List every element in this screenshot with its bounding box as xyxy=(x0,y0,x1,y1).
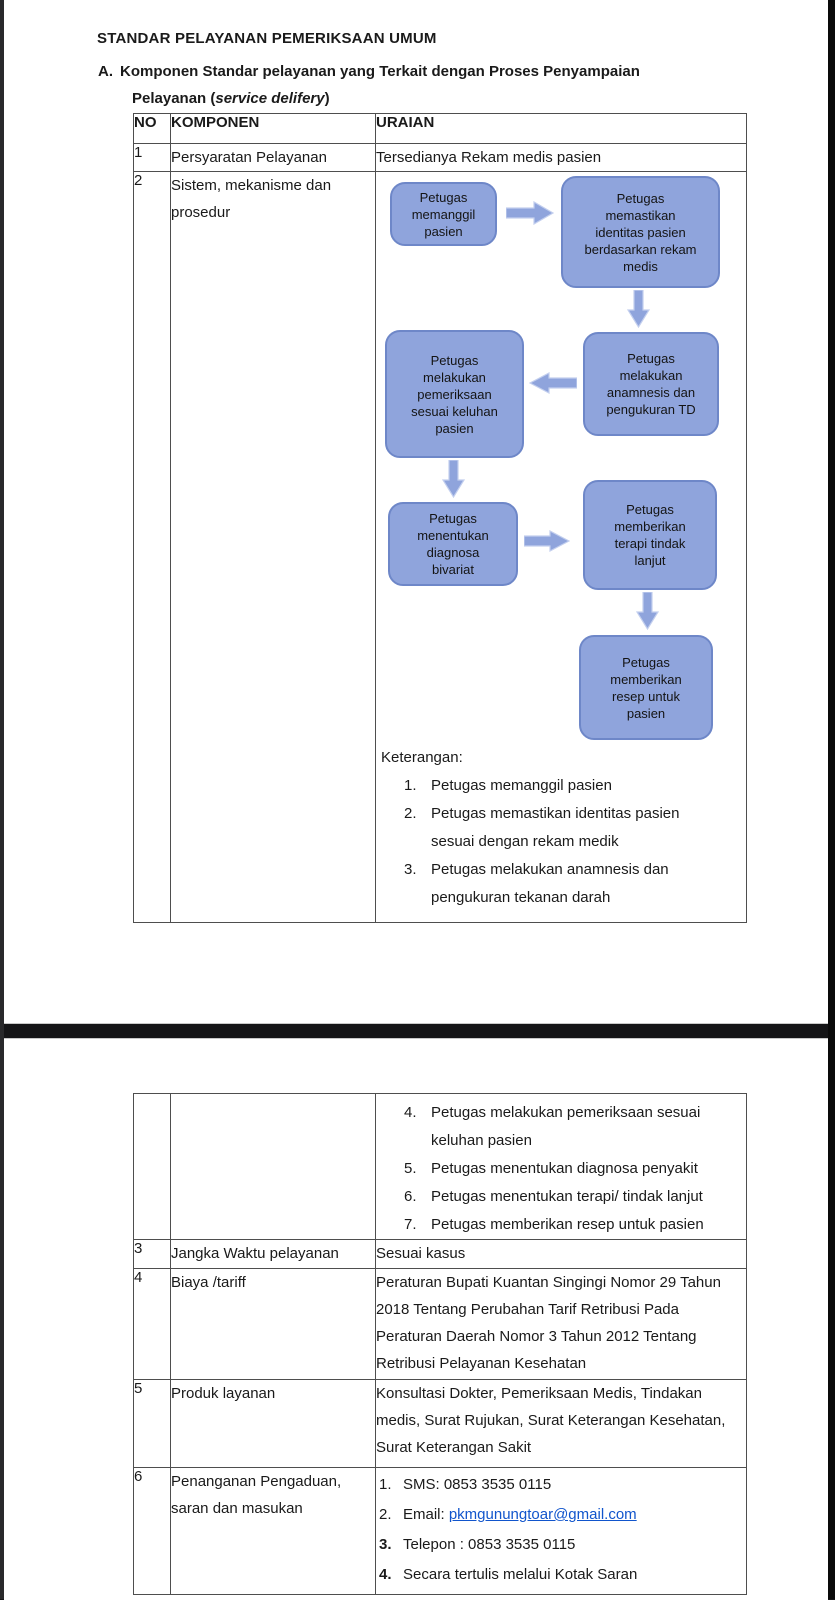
row1-komponen: Persyaratan Pelayanan xyxy=(170,143,376,172)
section-heading-italic: service delifery xyxy=(215,90,325,107)
row6-komponen: Penanganan Pengaduan, saran dan masukan xyxy=(170,1467,376,1595)
arrow-right-icon xyxy=(506,201,554,225)
row1-no: 1 xyxy=(133,143,171,172)
row2-uraian-flowchart-cell: Petugas memanggil pasien Petugas memasti… xyxy=(375,171,747,923)
prosedur-item-6: 6. Petugas menentukan terapi/ tindak lan… xyxy=(404,1188,703,1205)
arrow-down-icon xyxy=(442,460,465,498)
document-page-1: STANDAR PELAYANAN PEMERIKSAAN UMUM A. Ko… xyxy=(4,0,828,1024)
keterangan-item-1: 1. Petugas memanggil pasien xyxy=(404,777,612,794)
row2-komponen: Sistem, mekanisme dan prosedur xyxy=(170,171,376,923)
row5-uraian: Konsultasi Dokter, Pemeriksaan Medis, Ti… xyxy=(375,1379,747,1468)
header-no: NO xyxy=(133,113,171,144)
flow-box-diagnosa: Petugas menentukan diagnosa bivariat xyxy=(388,502,518,586)
table-row-5: 5 Produk layanan Konsultasi Dokter, Peme… xyxy=(133,1379,747,1468)
contact-sms: 1. SMS: 0853 3535 0115 xyxy=(379,1476,552,1493)
keterangan-label: Keterangan: xyxy=(381,749,463,766)
section-heading-line1: Komponen Standar pelayanan yang Terkait … xyxy=(120,63,640,80)
keterangan-block: Keterangan: 1. Petugas memanggil pasien … xyxy=(381,744,726,912)
document-page-2: 4. Petugas melakukan pemeriksaan sesuai … xyxy=(4,1038,828,1600)
flow-box-pemeriksaan: Petugas melakukan pemeriksaan sesuai kel… xyxy=(385,330,524,458)
keterangan-item-2: 2. Petugas memastikan identitas pasien s… xyxy=(404,805,680,850)
section-heading-line2: Pelayanan (service delifery) xyxy=(132,90,330,107)
row6-uraian: 1. SMS: 0853 3535 0115 2. Email: pkmgunu… xyxy=(375,1467,747,1595)
rowcont-komponen xyxy=(170,1093,376,1240)
flow-box-memastikan-identitas: Petugas memastikan identitas pasien berd… xyxy=(561,176,720,288)
email-link[interactable]: pkmgunungtoar@gmail.com xyxy=(448,1506,637,1523)
contact-email: 2. Email: pkmgunungtoar@gmail.com xyxy=(379,1506,637,1523)
header-komponen: KOMPONEN xyxy=(170,113,376,144)
arrow-right-icon xyxy=(524,530,570,552)
rowcont-uraian: 4. Petugas melakukan pemeriksaan sesuai … xyxy=(375,1093,747,1240)
table-header-row: NO KOMPONEN URAIAN xyxy=(133,113,747,144)
arrow-down-icon xyxy=(627,290,650,328)
table-row-3: 3 Jangka Waktu pelayanan Sesuai kasus xyxy=(133,1239,747,1269)
table-row-6: 6 Penanganan Pengaduan, saran dan masuka… xyxy=(133,1467,747,1595)
table-row-2: 2 Sistem, mekanisme dan prosedur Petugas… xyxy=(133,171,747,923)
contact-telepon: 3. Telepon : 0853 3535 0115 xyxy=(379,1536,576,1553)
row3-uraian: Sesuai kasus xyxy=(375,1239,747,1269)
row5-komponen: Produk layanan xyxy=(170,1379,376,1468)
row4-no: 4 xyxy=(133,1268,171,1380)
row4-komponen: Biaya /tariff xyxy=(170,1268,376,1380)
row6-no: 6 xyxy=(133,1467,171,1595)
section-heading: A. Komponen Standar pelayanan yang Terka… xyxy=(98,58,640,112)
flow-box-resep: Petugas memberikan resep untuk pasien xyxy=(579,635,713,740)
contact-kotak-saran: 4. Secara tertulis melalui Kotak Saran xyxy=(379,1566,638,1583)
service-standard-table-page2: 4. Petugas melakukan pemeriksaan sesuai … xyxy=(133,1093,747,1595)
row3-komponen: Jangka Waktu pelayanan xyxy=(170,1239,376,1269)
prosedur-item-4: 4. Petugas melakukan pemeriksaan sesuai … xyxy=(404,1104,701,1149)
row3-no: 3 xyxy=(133,1239,171,1269)
arrow-left-icon xyxy=(529,372,577,394)
table-row-4: 4 Biaya /tariff Peraturan Bupati Kuantan… xyxy=(133,1268,747,1380)
row4-uraian: Peraturan Bupati Kuantan Singingi Nomor … xyxy=(375,1268,747,1380)
prosedur-item-5: 5. Petugas menentukan diagnosa penyakit xyxy=(404,1160,698,1177)
rowcont-no xyxy=(133,1093,171,1240)
table-row-1: 1 Persyaratan Pelayanan Tersedianya Reka… xyxy=(133,143,747,172)
section-label: A. xyxy=(98,63,113,80)
viewer-right-edge xyxy=(828,0,835,1599)
service-standard-table-page1: NO KOMPONEN URAIAN 1 Persyaratan Pelayan… xyxy=(133,113,747,923)
document-title: STANDAR PELAYANAN PEMERIKSAAN UMUM xyxy=(97,30,437,47)
prosedur-item-7: 7. Petugas memberikan resep untuk pasien xyxy=(404,1216,704,1233)
table-row-2-continued: 4. Petugas melakukan pemeriksaan sesuai … xyxy=(133,1093,747,1240)
flow-box-anamnesis: Petugas melakukan anamnesis dan pengukur… xyxy=(583,332,719,436)
row5-no: 5 xyxy=(133,1379,171,1468)
row2-no: 2 xyxy=(133,171,171,923)
viewer-left-edge xyxy=(0,0,4,1599)
arrow-down-icon xyxy=(636,592,659,630)
flow-box-terapi: Petugas memberikan terapi tindak lanjut xyxy=(583,480,717,590)
row1-uraian: Tersedianya Rekam medis pasien xyxy=(375,143,747,172)
header-uraian: URAIAN xyxy=(375,113,747,144)
flow-box-memanggil-pasien: Petugas memanggil pasien xyxy=(390,182,497,246)
keterangan-item-3: 3. Petugas melakukan anamnesis dan pengu… xyxy=(404,861,669,906)
